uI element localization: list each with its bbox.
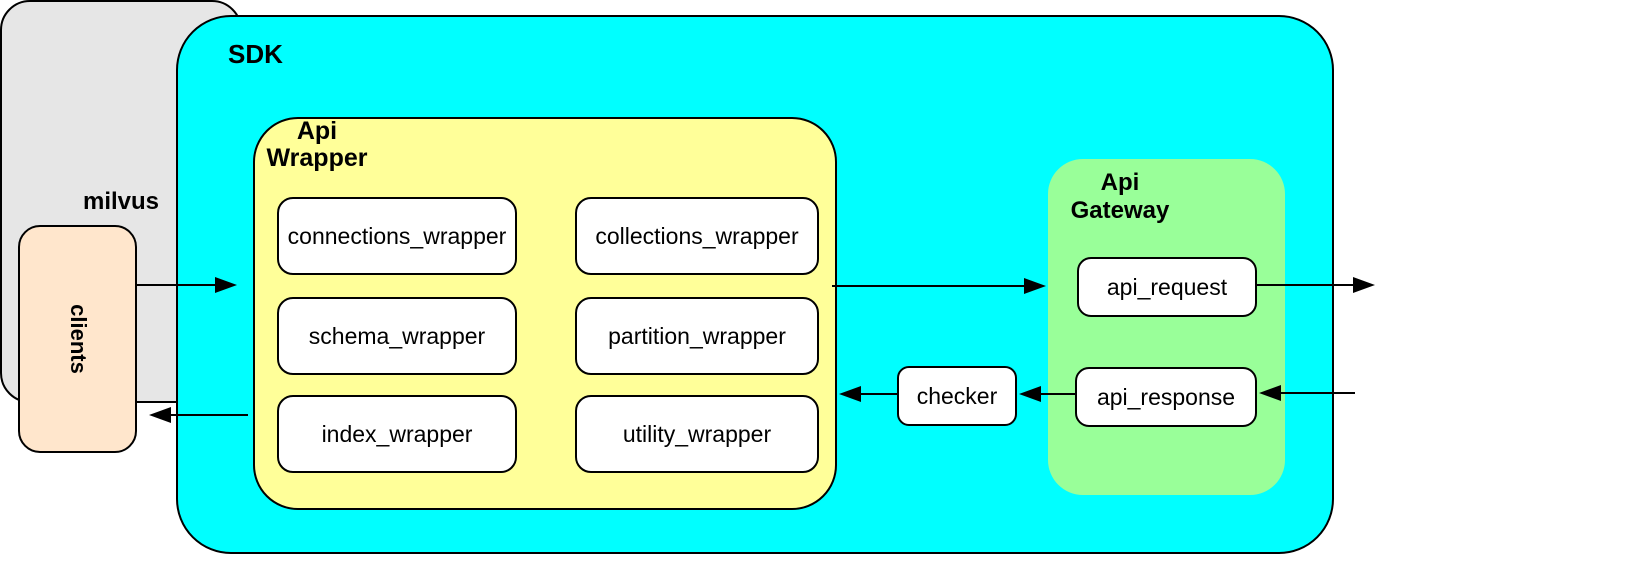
arrow-clients-to-sdk [137, 277, 237, 293]
arrow-api-request-to-milvus [1257, 277, 1375, 293]
api-request-box: api_request [1077, 257, 1257, 317]
wrapper-box-partition-label: partition_wrapper [608, 322, 786, 349]
wrapper-box-connections-label: connections_wrapper [287, 222, 507, 249]
arrow-api-wrapper-to-api-gateway [832, 278, 1046, 294]
api-wrapper-label-line2: Wrapper [266, 144, 368, 172]
wrapper-box-collections: collections_wrapper [575, 197, 819, 275]
api-response-label: api_response [1096, 383, 1236, 410]
wrapper-box-collections-label: collections_wrapper [595, 222, 799, 249]
wrapper-box-index-label: index_wrapper [321, 420, 473, 447]
wrapper-box-utility: utility_wrapper [575, 395, 819, 473]
clients-box: clients [18, 225, 137, 453]
wrapper-box-schema-label: schema_wrapper [308, 322, 486, 349]
checker-box: checker [897, 366, 1017, 426]
api-gateway-container [1048, 159, 1285, 495]
sdk-label: SDK [228, 39, 283, 69]
api-gateway-label-line1: Api [1100, 169, 1140, 196]
api-gateway-label-line2: Gateway [1070, 197, 1170, 224]
checker-label: checker [916, 382, 998, 409]
api-response-box: api_response [1075, 367, 1257, 427]
wrapper-box-utility-label: utility_wrapper [622, 420, 772, 447]
clients-label: clients [65, 304, 91, 374]
milvus-label: milvus [82, 187, 160, 215]
arrow-api-response-to-checker [1019, 386, 1075, 402]
api-gateway-label: Api Gateway [1060, 169, 1180, 225]
api-wrapper-label: Api Wrapper [257, 118, 377, 172]
wrapper-box-connections: connections_wrapper [277, 197, 517, 275]
arrow-api-wrapper-to-clients [149, 407, 248, 423]
api-request-label: api_request [1106, 273, 1228, 300]
wrapper-box-index: index_wrapper [277, 395, 517, 473]
arrow-milvus-to-api-response [1259, 385, 1355, 401]
api-wrapper-label-line1: Api [296, 117, 338, 145]
wrapper-box-partition: partition_wrapper [575, 297, 819, 375]
wrapper-box-schema: schema_wrapper [277, 297, 517, 375]
arrow-checker-to-api-wrapper [839, 386, 897, 402]
